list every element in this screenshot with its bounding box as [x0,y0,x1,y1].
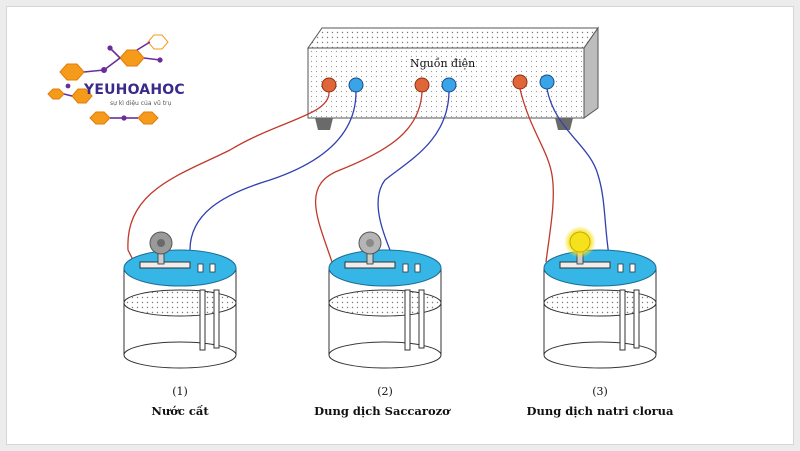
connector [617,263,624,273]
logo-atom [101,67,107,73]
logo-hexagon-outline [147,34,169,50]
beaker-2-number: (2) [377,385,393,398]
logo-hexagon [119,49,145,67]
beaker-3-number: (3) [592,385,608,398]
solution-surface [543,289,657,317]
beaker-2-caption: Dung dịch Saccarozơ [314,404,450,418]
wire-red-2 [315,91,423,263]
box-foot [315,118,333,130]
connector [197,263,204,273]
logo-name: YEUHOAHOC [84,82,185,98]
logo-atom [65,83,71,89]
yeuhoahoc-logo [47,34,169,125]
electrode [199,289,206,351]
electrode [404,289,411,351]
logo-hexagon [59,63,85,81]
solution-surface [328,289,442,317]
wire-red-1 [127,91,330,263]
logo-atom [157,57,163,63]
wires [127,88,611,263]
electrode [418,289,425,349]
terminal-red [512,74,528,90]
connector [414,263,421,273]
logo-hexagon [89,111,111,125]
terminal-blue [348,77,364,93]
bulb-on-icon [569,231,591,253]
electrode [213,289,220,349]
beaker-1-number: (1) [172,385,188,398]
logo-tagline: sự kì diệu của vũ trụ [110,100,172,107]
solution-surface [123,289,237,317]
connector [402,263,409,273]
wire-blue-2 [377,91,450,263]
power-source-label: Nguồn điện [410,57,476,70]
logo-hexagon [71,88,93,104]
terminal-red [321,77,337,93]
power-source-box [307,26,599,130]
connector [209,263,216,273]
terminal-blue [441,77,457,93]
logo-atom [107,45,113,51]
connector [629,263,636,273]
terminal-red [414,77,430,93]
electrode [619,289,626,351]
electrode [633,289,640,349]
beaker-1-caption: Nước cất [151,404,209,418]
logo-hexagon [137,111,159,125]
wire-blue-1 [189,91,357,263]
terminal-blue [539,74,555,90]
beaker-2 [328,231,442,369]
box-foot [555,118,573,130]
beaker-3 [543,226,657,369]
beaker-3-caption: Dung dịch natri clorua [526,404,674,418]
bulb-holder [559,261,611,269]
logo-atom [121,115,127,121]
beaker-1 [123,231,237,369]
bulb-holder [139,261,191,269]
wire-red-3 [519,88,554,263]
logo-hexagon [47,88,65,100]
wire-blue-3 [546,88,611,263]
